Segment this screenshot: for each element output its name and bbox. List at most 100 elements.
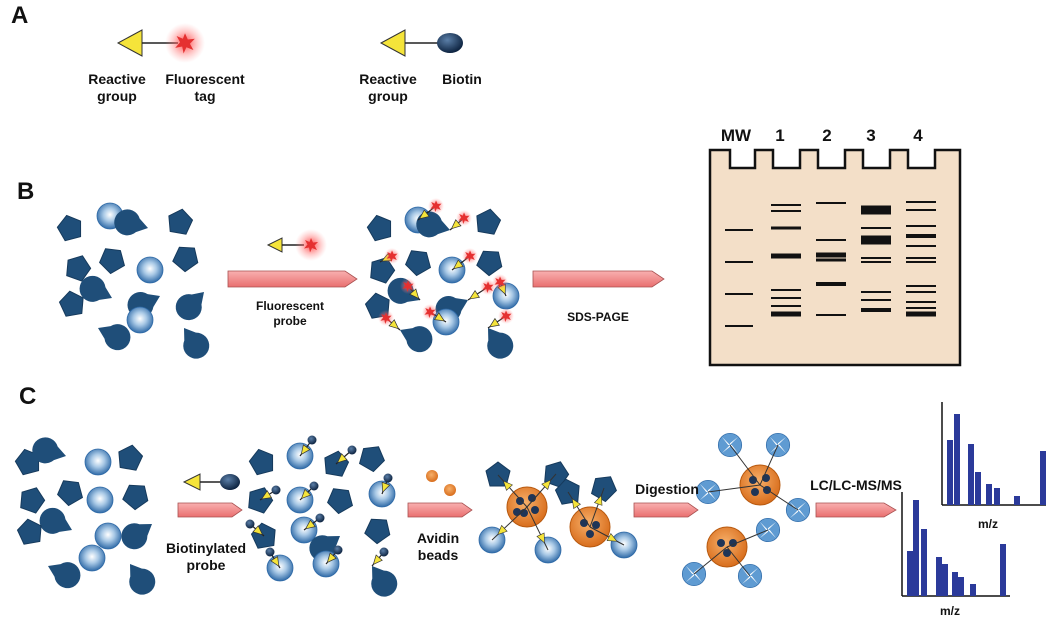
mass-spectrum-1-peaks bbox=[947, 414, 1046, 505]
reactive-group bbox=[502, 480, 513, 491]
probe-biotin-small bbox=[182, 473, 240, 491]
gel-band-lane-2 bbox=[816, 282, 846, 286]
gel-band-lane-4 bbox=[906, 291, 936, 293]
gel-band-lane-3 bbox=[861, 257, 891, 259]
gel-band-lane-3 bbox=[861, 261, 891, 263]
arrow-digestion bbox=[633, 502, 699, 518]
bead-linker bbox=[726, 529, 769, 548]
gel-band-lane-2 bbox=[816, 314, 846, 316]
biotin-probe-attached bbox=[371, 547, 389, 567]
fluorescent-probe-attached bbox=[487, 308, 514, 329]
bead-linker bbox=[567, 491, 591, 528]
protein-pentagon bbox=[119, 477, 155, 513]
probe-biotin bbox=[379, 29, 463, 57]
protein-globular bbox=[126, 306, 154, 334]
label-sds-page: SDS-PAGE bbox=[567, 310, 629, 324]
ms-axis-label-2: m/z bbox=[939, 604, 960, 618]
label-lc-ms: LC/LC-MS/MS bbox=[810, 477, 902, 493]
digested-peptides-on-beads bbox=[681, 432, 811, 589]
protein-pentagon bbox=[587, 470, 622, 505]
protein-pacman bbox=[170, 283, 214, 326]
protein-pentagon bbox=[246, 445, 277, 477]
reactive-group bbox=[571, 498, 581, 510]
bead-linker bbox=[707, 484, 761, 493]
protein-mixture-initial bbox=[54, 202, 215, 364]
label-fluorescent-tag: Fluorescent tag bbox=[165, 71, 245, 104]
gel-band-lane-3 bbox=[861, 227, 891, 229]
gel-band-lane-2 bbox=[816, 252, 846, 258]
protein-pentagon bbox=[169, 239, 205, 275]
gel-band-lane-3 bbox=[861, 235, 891, 245]
gel-band-lane-1 bbox=[771, 204, 801, 206]
protein-globular bbox=[94, 522, 122, 550]
label-biotinylated-probe: Biotinylated probe bbox=[165, 540, 247, 573]
protein-pacman bbox=[116, 514, 160, 555]
protein-globular bbox=[136, 256, 164, 284]
biotin-probe-attached bbox=[325, 545, 343, 565]
gel-band-lane-2 bbox=[816, 202, 846, 204]
protein-pentagon bbox=[364, 211, 395, 243]
gel-band-lane-4 bbox=[906, 245, 936, 247]
bead-bound-biotin bbox=[580, 519, 588, 527]
gel-band-lane-4 bbox=[906, 261, 936, 263]
protein-pacman bbox=[174, 320, 215, 364]
label-reactive-group-1: Reactive group bbox=[88, 71, 146, 104]
bead-linker bbox=[759, 484, 799, 511]
ms-peak bbox=[913, 500, 919, 596]
protein-pentagon bbox=[16, 483, 49, 515]
protein-pacman bbox=[394, 317, 438, 357]
ms-peak bbox=[947, 440, 953, 505]
reactive-group bbox=[536, 532, 545, 544]
gel-band-lane-4 bbox=[906, 307, 936, 309]
probe-fluorescent bbox=[116, 23, 205, 63]
ms-peak bbox=[1014, 496, 1020, 505]
gel-band-lane-1 bbox=[771, 297, 801, 299]
label-biotin: Biotin bbox=[442, 71, 482, 87]
panel-label-c: C bbox=[19, 383, 37, 410]
bead-bound-biotin bbox=[723, 549, 731, 557]
arrow-lc-ms bbox=[815, 502, 897, 518]
gel-lane-2: 2 bbox=[822, 126, 832, 145]
gel-band-lane-1 bbox=[771, 311, 801, 317]
fluorescent-probe-attached bbox=[378, 310, 401, 331]
bead-bound-biotin bbox=[751, 488, 759, 496]
gel-band-lane-4 bbox=[906, 301, 936, 303]
ms-peak bbox=[958, 577, 964, 596]
bead-bound-biotin bbox=[592, 521, 600, 529]
gel-lane-3: 3 bbox=[866, 126, 876, 145]
ms-peak bbox=[975, 472, 981, 505]
fluorescent-probe-attached bbox=[451, 248, 478, 271]
gel-band-lane-1 bbox=[771, 226, 801, 230]
ms-axis-label-1: m/z bbox=[977, 517, 998, 531]
gel-band-lane-3 bbox=[861, 205, 891, 215]
protein-pacman bbox=[34, 503, 78, 543]
bead-captured-proteins bbox=[478, 457, 638, 564]
protein-pacman bbox=[362, 558, 403, 602]
gel-band-mw bbox=[725, 293, 753, 295]
protein-pentagon bbox=[244, 483, 277, 515]
biotin-probe-attached bbox=[259, 485, 281, 501]
biotin-probe-attached bbox=[265, 547, 281, 569]
bead-linker bbox=[729, 444, 761, 486]
reactive-group bbox=[606, 532, 618, 542]
bead-bound-biotin bbox=[528, 494, 536, 502]
protein-pentagon bbox=[165, 206, 195, 236]
gel-lane-4: 4 bbox=[913, 126, 923, 145]
protein-pentagon bbox=[115, 442, 145, 472]
ms-peak bbox=[994, 488, 1000, 505]
gel-lane-1: 1 bbox=[775, 126, 785, 145]
gel-band-lane-3 bbox=[861, 308, 891, 312]
ms-peak bbox=[986, 484, 992, 505]
protein-pentagon bbox=[361, 511, 397, 547]
protein-pentagon bbox=[473, 206, 503, 236]
arrow-biotinylated-probe bbox=[177, 502, 243, 518]
biotin-probe-attached bbox=[245, 519, 265, 537]
protein-mixture-initial-c bbox=[12, 433, 161, 600]
panel-label-b: B bbox=[17, 178, 35, 205]
biotin-probe-attached bbox=[299, 481, 319, 501]
protein-pentagon bbox=[321, 448, 351, 478]
gel-band-lane-1 bbox=[771, 305, 801, 307]
protein-pentagon bbox=[94, 242, 129, 277]
